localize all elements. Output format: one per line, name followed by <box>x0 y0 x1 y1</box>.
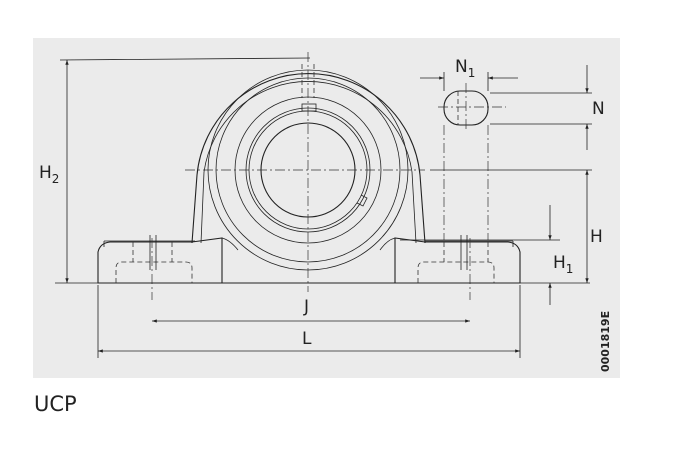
technical-drawing: H2 N1 N H H1 J L 0001819E <box>33 38 620 378</box>
dim-label-n1: N1 <box>455 57 475 80</box>
center-lines <box>151 52 489 300</box>
dimensions <box>55 57 592 358</box>
dim-label-n: N <box>592 99 605 119</box>
slot-detail <box>438 83 506 132</box>
dim-label-l: L <box>302 329 312 349</box>
dim-label-h1: H1 <box>553 253 573 276</box>
figure-caption: UCP <box>34 392 77 416</box>
dim-label-h2: H2 <box>39 163 59 186</box>
dim-label-j: J <box>303 297 309 317</box>
drawing-code: 0001819E <box>599 311 612 372</box>
dim-label-h: H <box>590 227 603 247</box>
housing <box>97 64 521 284</box>
